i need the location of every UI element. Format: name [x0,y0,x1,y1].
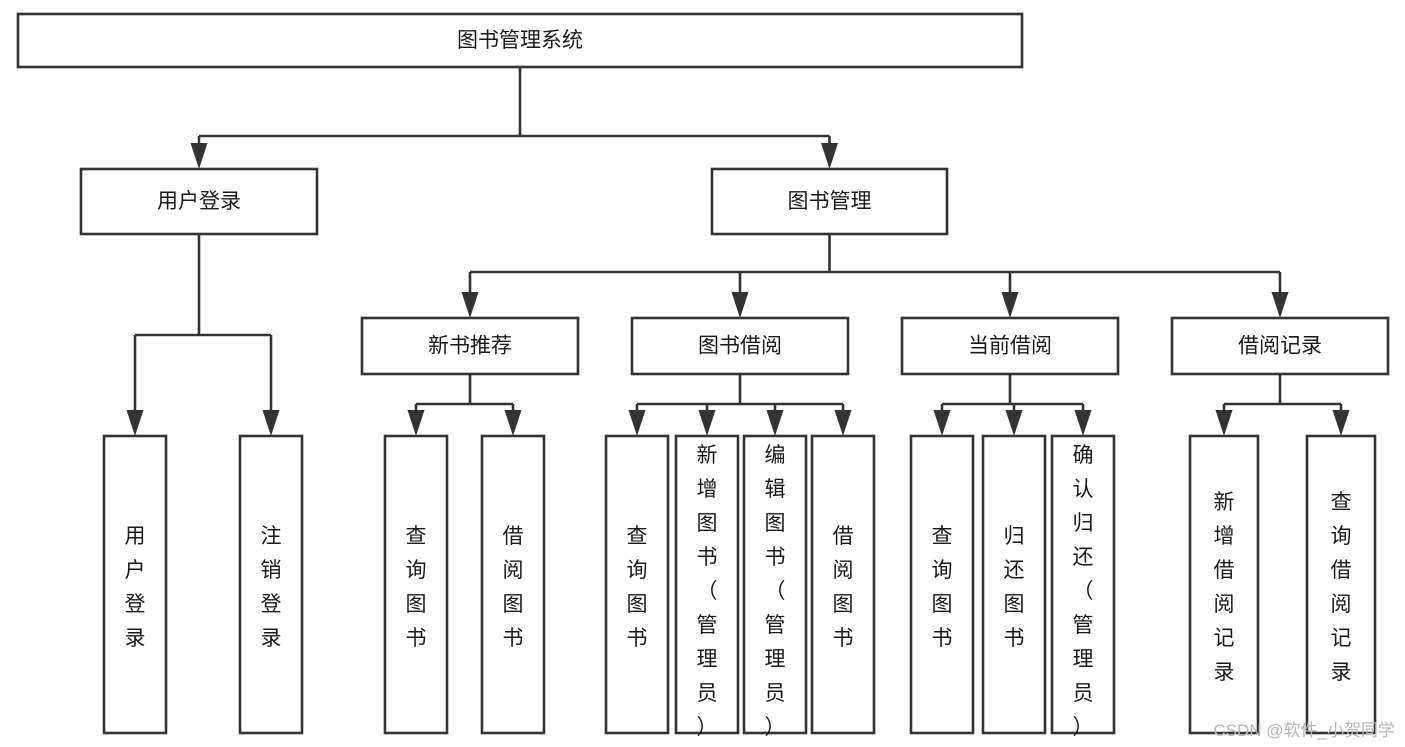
node-label-book-manage: 图书管理 [788,190,872,213]
node-label-leaf-borrow-book-1: 借阅图书 [503,525,524,650]
connectors-layer [126,67,1350,436]
node-box-book-borrow[interactable] [630,316,850,376]
connector-group-user-login [126,234,280,436]
node-box-book-manage[interactable] [710,167,949,236]
node-leaf-add-book-admin[interactable]: 新增图书（管理员） [674,434,740,739]
connector-group-book-borrow [628,374,852,436]
node-box-borrow-record[interactable] [1170,316,1390,376]
node-leaf-confirm-return[interactable]: 确认归还（管理员） [1050,434,1116,739]
node-box-leaf-add-book-admin[interactable] [674,434,740,735]
node-label-leaf-add-record: 新增借阅记录 [1214,491,1235,684]
node-label-user-login: 用户登录 [157,190,241,213]
node-root[interactable]: 图书管理系统 [16,12,1024,69]
node-label-leaf-borrow-book-2: 借阅图书 [833,525,854,650]
node-label-leaf-user-login: 用户登录 [125,525,146,650]
node-box-new-book-recommend[interactable] [360,316,580,376]
node-box-leaf-edit-book-admin[interactable] [742,434,808,735]
node-label-root: 图书管理系统 [457,29,583,52]
node-leaf-query-book-2[interactable]: 查询图书 [604,434,670,735]
node-label-book-borrow: 图书借阅 [698,335,782,358]
nodes-layer: 图书管理系统用户登录图书管理新书推荐图书借阅当前借阅借阅记录用户登录注销登录查询… [16,12,1390,739]
node-label-leaf-logout: 注销登录 [261,525,282,650]
node-box-leaf-return-book[interactable] [981,434,1047,735]
connector-group-current-borrow [933,374,1092,436]
node-label-leaf-query-book-1: 查询图书 [406,525,427,650]
node-leaf-borrow-book-2[interactable]: 借阅图书 [810,434,876,735]
node-label-leaf-query-book-2: 查询图书 [627,525,648,650]
node-label-leaf-edit-book-admin: 编辑图书（管理员） [765,444,786,739]
node-box-leaf-query-book-3[interactable] [909,434,975,735]
node-box-leaf-logout[interactable] [238,434,304,735]
node-leaf-add-record[interactable]: 新增借阅记录 [1188,434,1260,735]
node-box-leaf-query-book-2[interactable] [604,434,670,735]
node-leaf-query-book-3[interactable]: 查询图书 [909,434,975,735]
connector-group-borrow-record [1215,374,1350,436]
node-label-leaf-return-book: 归还图书 [1004,525,1025,650]
node-book-borrow[interactable]: 图书借阅 [630,316,850,376]
node-label-leaf-query-record: 查询借阅记录 [1331,491,1352,684]
node-box-leaf-add-record[interactable] [1188,434,1260,735]
node-box-leaf-user-login[interactable] [102,434,168,735]
node-label-borrow-record: 借阅记录 [1238,335,1322,358]
node-box-leaf-query-book-1[interactable] [383,434,449,735]
connector-group-root [190,67,838,169]
node-book-manage[interactable]: 图书管理 [710,167,949,236]
node-leaf-logout[interactable]: 注销登录 [238,434,304,735]
node-current-borrow[interactable]: 当前借阅 [900,316,1120,376]
node-new-book-recommend[interactable]: 新书推荐 [360,316,580,376]
node-user-login[interactable]: 用户登录 [79,167,319,236]
node-leaf-query-record[interactable]: 查询借阅记录 [1305,434,1377,735]
node-box-leaf-confirm-return[interactable] [1050,434,1116,735]
csdn-watermark: CSDN @软件_小贺同学 [1213,721,1395,740]
node-box-leaf-borrow-book-1[interactable] [480,434,546,735]
node-box-current-borrow[interactable] [900,316,1120,376]
node-borrow-record[interactable]: 借阅记录 [1170,316,1390,376]
node-box-leaf-query-record[interactable] [1305,434,1377,735]
connector-group-new-book-recommend [407,374,522,436]
node-leaf-return-book[interactable]: 归还图书 [981,434,1047,735]
node-label-leaf-add-book-admin: 新增图书（管理员） [697,444,718,739]
node-box-user-login[interactable] [79,167,319,236]
node-leaf-query-book-1[interactable]: 查询图书 [383,434,449,735]
node-box-root[interactable] [16,12,1024,69]
node-label-leaf-query-book-3: 查询图书 [932,525,953,650]
node-label-current-borrow: 当前借阅 [968,335,1052,358]
node-leaf-edit-book-admin[interactable]: 编辑图书（管理员） [742,434,808,739]
node-leaf-borrow-book-1[interactable]: 借阅图书 [480,434,546,735]
node-leaf-user-login[interactable]: 用户登录 [102,434,168,735]
connector-group-book-manage [461,234,1289,318]
node-label-new-book-recommend: 新书推荐 [428,335,512,358]
node-label-leaf-confirm-return: 确认归还（管理员） [1073,444,1094,739]
node-box-leaf-borrow-book-2[interactable] [810,434,876,735]
